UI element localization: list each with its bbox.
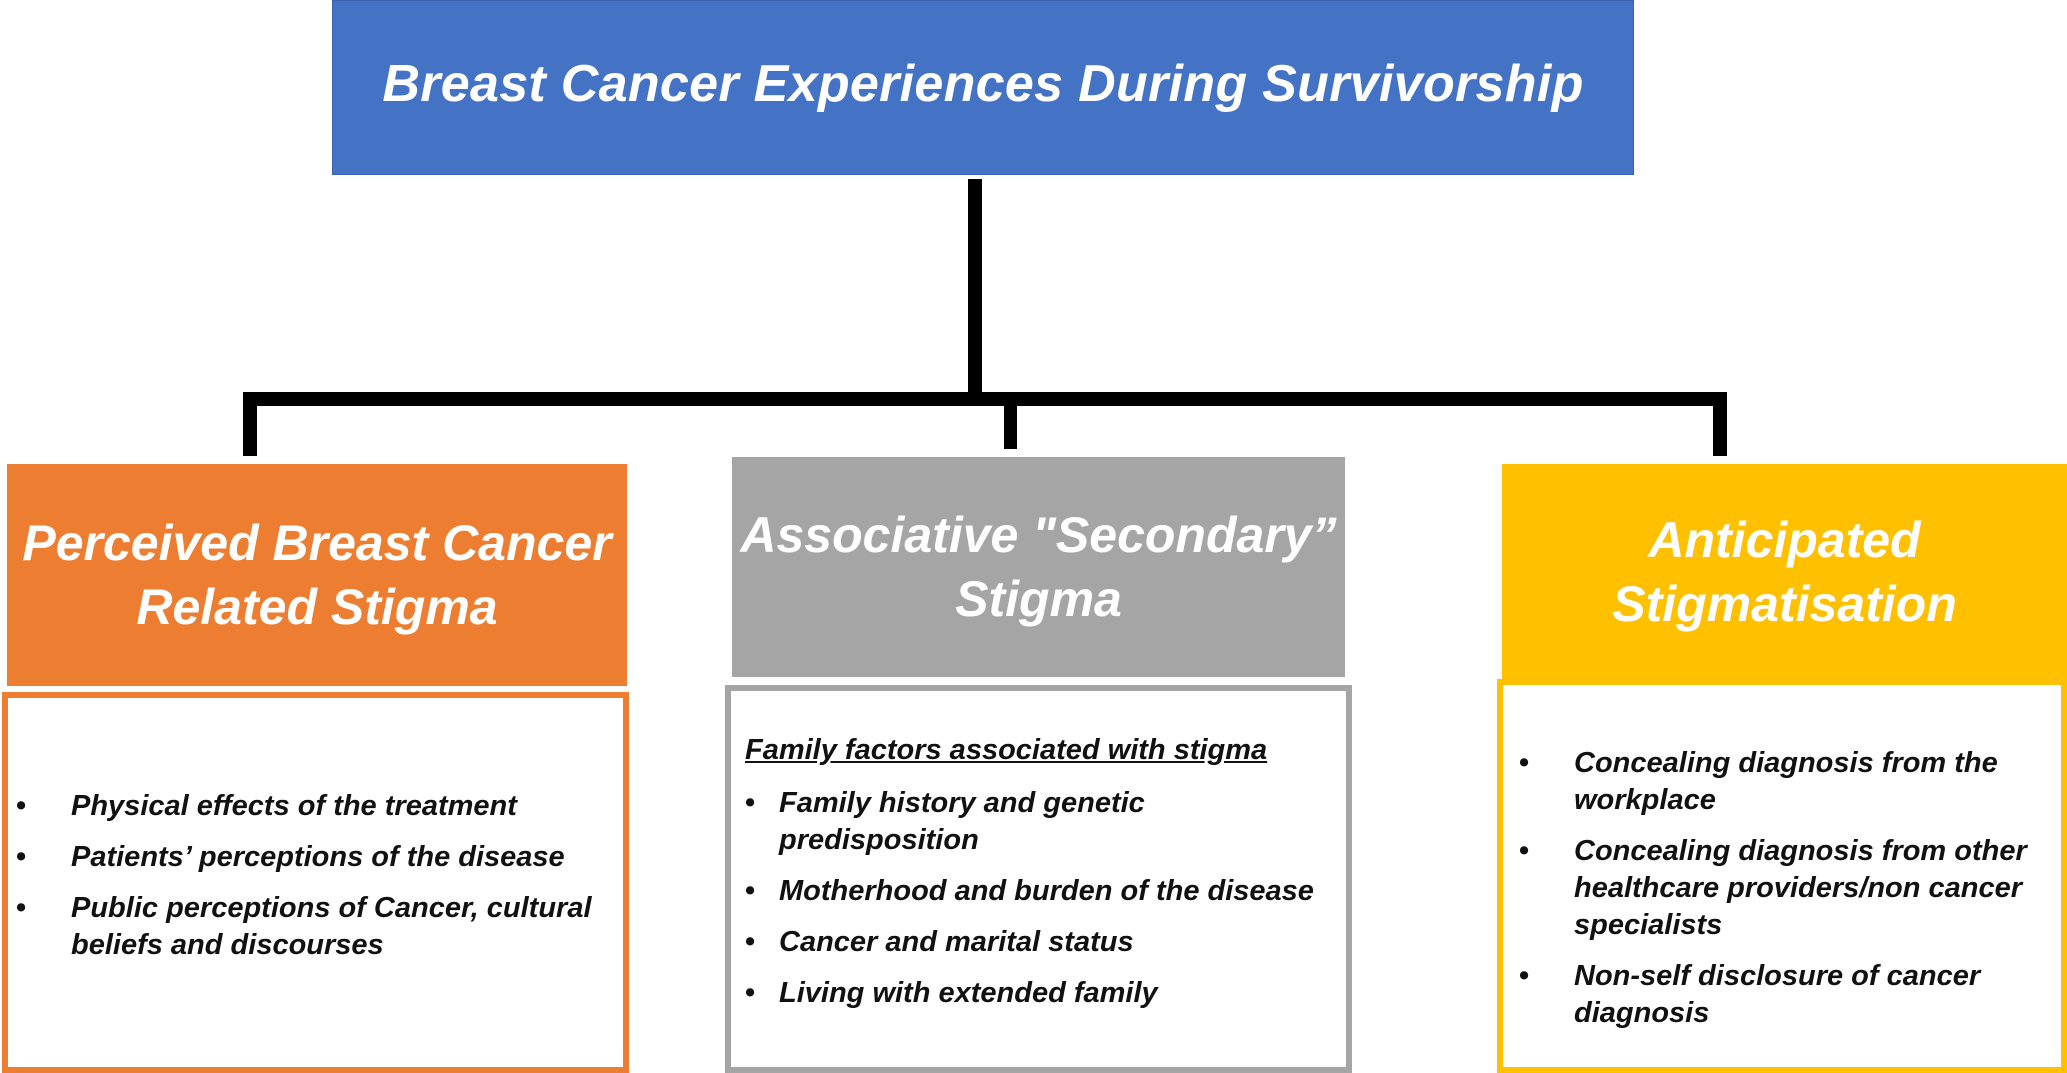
perceived-heading-line1: Perceived Breast Cancer (22, 515, 612, 571)
perceived-list: •Physical effects of the treatment •Pati… (16, 788, 616, 978)
perceived-details-panel: •Physical effects of the treatment •Pati… (2, 692, 629, 1073)
perceived-stigma-node: Perceived Breast Cancer Related Stigma (7, 464, 627, 686)
list-item: •Physical effects of the treatment (16, 790, 517, 822)
associative-heading-line2: Stigma (955, 571, 1122, 627)
anticipated-heading-line2: Stigmatisation (1612, 576, 1957, 632)
anticipated-heading-line1: Anticipated (1648, 512, 1921, 568)
connector-left (243, 392, 257, 456)
diagram-title: Breast Cancer Experiences During Survivo… (382, 54, 1584, 113)
list-item: •Patients’ perceptions of the disease (16, 841, 565, 873)
list-item: •Living with extended family (745, 977, 1158, 1009)
anticipated-list: •Concealing diagnosis from the workplace… (1519, 745, 2059, 1046)
root-node: Breast Cancer Experiences During Survivo… (332, 0, 1634, 175)
list-item: •Non-self disclosure of cancer diagnosis (1519, 960, 1981, 1029)
associative-heading-line1: Associative "Secondary” (740, 507, 1337, 563)
connector-middle (1004, 392, 1017, 449)
anticipated-details-panel: •Concealing diagnosis from the workplace… (1497, 679, 2067, 1073)
associative-stigma-node: Associative "Secondary” Stigma (732, 457, 1345, 677)
perceived-heading-line2: Related Stigma (136, 579, 498, 635)
list-item: •Public perceptions of Cancer, cultural … (16, 892, 592, 961)
list-item: •Family history and genetic predispositi… (745, 787, 1145, 856)
connector-horizontal (243, 392, 1727, 406)
associative-list: •Family history and genetic predispositi… (745, 785, 1345, 1026)
list-item: •Concealing diagnosis from other healthc… (1519, 835, 2027, 941)
anticipated-stigma-node: Anticipated Stigmatisation (1502, 464, 2067, 680)
associative-details-panel: Family factors associated with stigma •F… (725, 685, 1352, 1073)
list-item: •Motherhood and burden of the disease (745, 875, 1314, 907)
associative-subheading: Family factors associated with stigma (745, 734, 1268, 766)
connector-trunk (968, 179, 982, 401)
list-item: •Concealing diagnosis from the workplace (1519, 747, 1998, 816)
connector-right (1713, 392, 1727, 456)
list-item: •Cancer and marital status (745, 926, 1134, 958)
